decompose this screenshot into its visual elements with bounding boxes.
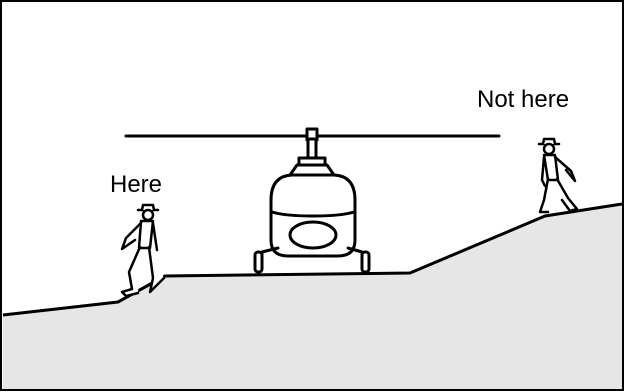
arm-back <box>542 157 545 186</box>
head <box>143 210 153 220</box>
torso <box>139 221 153 248</box>
leg-back <box>122 247 140 296</box>
person-correct-position <box>122 205 164 296</box>
head <box>544 144 554 154</box>
left-skid <box>255 252 262 272</box>
cabin-lower-window <box>290 222 336 248</box>
arm-right <box>153 223 157 250</box>
label-incorrect-position: Not here <box>477 86 569 113</box>
leg-front <box>557 179 577 211</box>
person-incorrect-position <box>539 139 577 212</box>
label-correct-position: Here <box>110 171 162 198</box>
right-skid <box>362 252 369 272</box>
helicopter <box>126 129 499 272</box>
